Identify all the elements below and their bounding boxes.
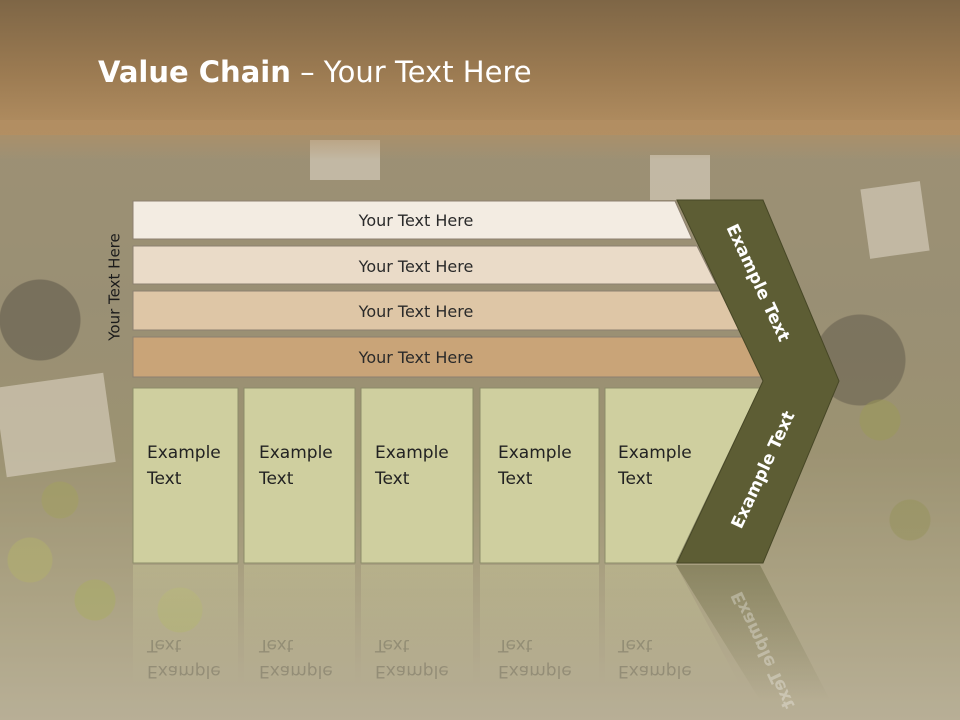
box-3-label-reflection: Example Text bbox=[375, 635, 449, 681]
box-3-label: Example Text bbox=[375, 443, 449, 489]
bar-2-label: Your Text Here bbox=[358, 256, 474, 276]
slide-title-bold: Value Chain bbox=[98, 55, 291, 89]
slide-title: Value Chain – Your Text Here bbox=[98, 55, 532, 89]
bar-1-label: Your Text Here bbox=[358, 210, 474, 230]
bg-price-tag bbox=[650, 155, 710, 200]
box-2-reflection bbox=[244, 565, 355, 685]
box-1[interactable] bbox=[132, 387, 239, 564]
box-2-label: Example Text bbox=[259, 443, 333, 489]
box-2-label-reflection: Example Text bbox=[259, 635, 333, 681]
bar-1[interactable] bbox=[132, 200, 693, 240]
box-5-reflection bbox=[605, 565, 740, 685]
box-1-reflection bbox=[133, 565, 238, 685]
slide-title-rest: – Your Text Here bbox=[290, 55, 532, 89]
box-4[interactable] bbox=[479, 387, 600, 564]
box-4-reflection bbox=[480, 565, 599, 685]
box-3-reflection bbox=[361, 565, 473, 685]
bar-4-label: Your Text Here bbox=[358, 347, 474, 367]
chevron-reflection bbox=[676, 565, 830, 700]
title-bar-fade bbox=[0, 120, 960, 160]
chevron-arrow[interactable] bbox=[676, 199, 840, 564]
box-4-label: Example Text bbox=[498, 443, 572, 489]
box-5[interactable] bbox=[604, 387, 761, 564]
bar-2[interactable] bbox=[132, 245, 717, 285]
title-bar bbox=[0, 0, 960, 135]
box-5-label-reflection: Example Text bbox=[618, 635, 692, 681]
bar-3-label: Your Text Here bbox=[358, 301, 474, 321]
box-1-label: Example Text bbox=[147, 443, 221, 489]
box-1-label-reflection: Example Text bbox=[147, 635, 221, 681]
box-4-label-reflection: Example Text bbox=[498, 635, 572, 681]
box-2[interactable] bbox=[243, 387, 356, 564]
box-5-label: Example Text bbox=[618, 443, 692, 489]
box-3[interactable] bbox=[360, 387, 474, 564]
